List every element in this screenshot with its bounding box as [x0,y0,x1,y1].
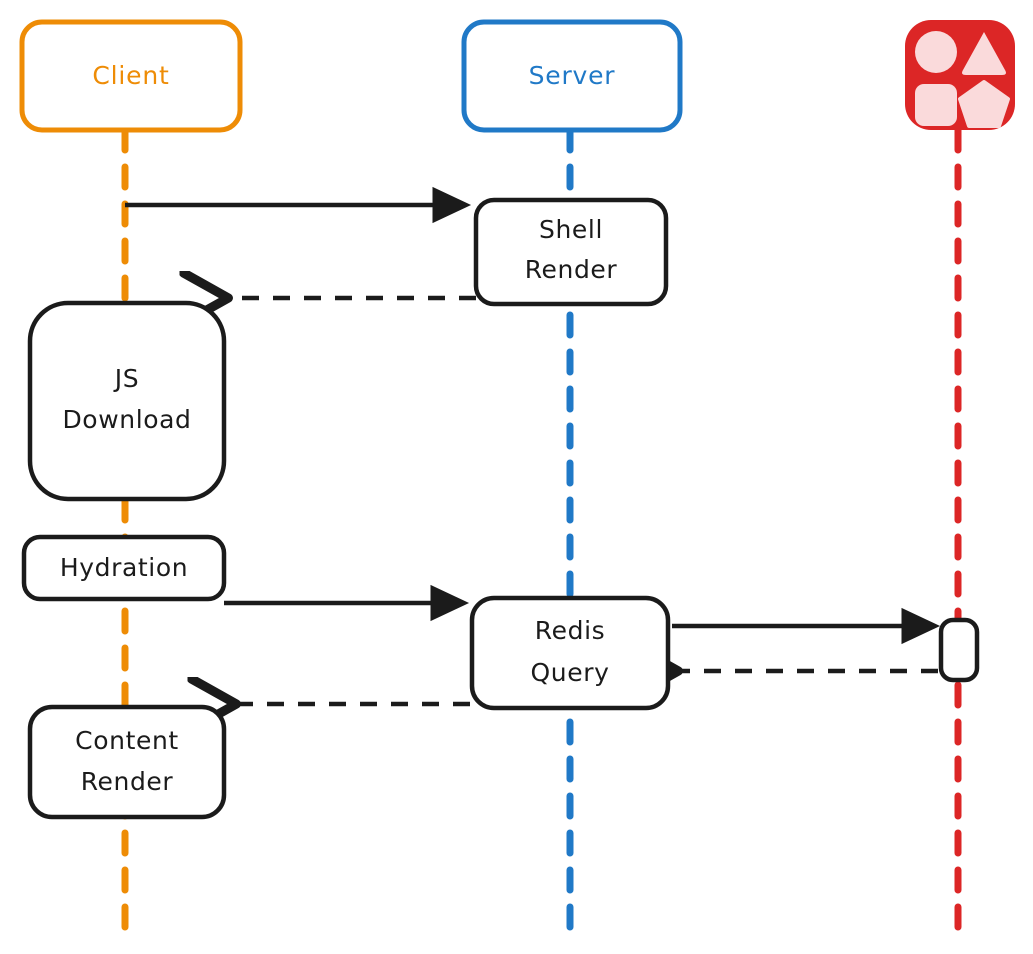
activation-js-download-box[interactable] [27,300,227,502]
participant-client-box[interactable] [19,19,243,133]
participant-client[interactable]: Client [19,19,243,133]
activation-js-download-label-line-2: Download [62,405,191,434]
activation-content-render-box[interactable] [27,704,227,820]
activation-redis-query-box[interactable] [469,595,671,711]
activation-redis-query-label-line-2: Query [531,658,610,687]
activation-js-download[interactable]: JS Download [27,300,227,502]
activation-shell-render-box[interactable] [473,197,669,307]
participant-redis[interactable] [905,20,1015,130]
activation-shell-render[interactable]: Shell Render [473,197,669,307]
circle-shape-icon [915,31,957,73]
participant-server[interactable]: Server [461,19,683,133]
activation-redis-query-label-line-1: Redis [535,616,605,645]
participant-client-label: Client [92,61,169,90]
activation-hydration[interactable]: Hydration [21,534,227,602]
activation-shell-render-label-line-1: Shell [539,215,603,244]
activation-redis-bar[interactable] [938,617,980,683]
participant-server-label: Server [529,61,616,90]
activation-js-download-label-line-1: JS [113,364,139,393]
activation-shell-render-label-line-2: Render [525,255,618,284]
activation-redis-bar-box[interactable] [938,617,980,683]
messages-layer [125,186,941,704]
pentagon-shape-icon [958,80,1010,128]
activation-content-render-label-line-2: Render [81,767,174,796]
participant-server-box[interactable] [461,19,683,133]
triangle-shape-icon [962,32,1006,75]
activation-redis-query[interactable]: Redis Query [469,595,671,711]
activation-content-render-label-line-1: Content [75,726,179,755]
activation-hydration-label: Hydration [60,553,188,582]
rounded-square-shape-icon [915,84,957,126]
activation-hydration-box[interactable] [21,534,227,602]
activation-content-render[interactable]: Content Render [27,704,227,820]
